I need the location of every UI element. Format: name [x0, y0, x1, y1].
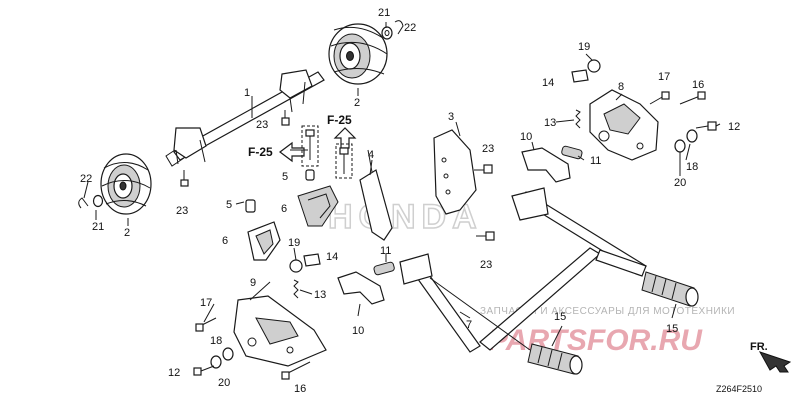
- callout-15: 15: [554, 311, 566, 323]
- site-caption-watermark: ЗАПЧАСТИ И АКСЕССУАРЫ ДЛЯ МОТОТЕХНИКИ: [480, 306, 735, 317]
- upper-clip: [394, 20, 404, 35]
- callout-10: 10: [520, 131, 532, 143]
- leader-lines: [83, 22, 721, 347]
- axle-bolt-lower: [180, 170, 189, 187]
- height-adjust-bracket-8: [589, 89, 659, 161]
- callout-22: 22: [404, 22, 416, 34]
- spring-13-upper: [575, 109, 581, 129]
- callouts: 21 22 2 1 23 22 21 2 23 5 6 4 5 6 19 14 …: [80, 7, 740, 395]
- callout-7: 7: [466, 319, 472, 331]
- washer-18-upper: [686, 129, 698, 143]
- latch-bracket-left: [337, 271, 385, 305]
- washer-18-lower: [222, 347, 234, 361]
- knob-14-upper: [571, 69, 589, 83]
- bolt-16-upper: [679, 91, 706, 105]
- lower-wheel: [100, 153, 152, 215]
- axle-bolt-upper: [281, 110, 290, 126]
- lever-grip-right: [561, 145, 583, 160]
- bolt-16-lower: [281, 361, 311, 380]
- bolt-in-box-left: [305, 129, 315, 160]
- callout-5: 5: [282, 171, 288, 183]
- callout-6: 6: [222, 235, 228, 247]
- callout-22: 22: [80, 173, 92, 185]
- callout-13: 13: [314, 289, 326, 301]
- callout-6: 6: [281, 203, 287, 215]
- collar-lower: [245, 199, 256, 213]
- callout-21: 21: [378, 7, 390, 19]
- callout-19: 19: [288, 237, 300, 249]
- callout-13: 13: [544, 117, 556, 129]
- bolt-17-lower: [195, 317, 217, 332]
- cap-19-lower: [289, 259, 303, 273]
- callout-9: 9: [250, 277, 256, 289]
- callout-16: 16: [294, 383, 306, 395]
- callout-20: 20: [674, 177, 686, 189]
- washer-20-lower: [210, 355, 222, 369]
- callout-8: 8: [618, 81, 624, 93]
- callout-20: 20: [218, 377, 230, 389]
- spring-13-lower: [293, 279, 299, 299]
- bracket-bolt-upper: [474, 164, 493, 174]
- svg-text:FR.: FR.: [750, 341, 768, 353]
- f25-reference-up: F-25: [327, 113, 357, 149]
- collar-upper: [305, 169, 315, 181]
- lower-washer: [92, 194, 104, 208]
- callout-14: 14: [542, 77, 554, 89]
- callout-14: 14: [326, 251, 338, 263]
- callout-1: 1: [244, 87, 250, 99]
- callout-17: 17: [200, 297, 212, 309]
- height-bracket-upper: [297, 185, 339, 227]
- callout-18: 18: [686, 161, 698, 173]
- upper-wheel: [328, 23, 388, 85]
- grip-upper: [641, 271, 699, 307]
- bracket-bolt-lower: [476, 231, 495, 241]
- height-adjust-bracket-9: [233, 295, 327, 367]
- bolt-17-upper: [649, 91, 670, 105]
- washer-20-upper: [674, 139, 686, 153]
- bolt-12-lower: [193, 365, 215, 376]
- dashed-bolt-box-left: [301, 125, 319, 167]
- bolt-12-upper: [695, 121, 717, 131]
- callout-17: 17: [658, 71, 670, 83]
- bracket-plate-4: [359, 169, 393, 241]
- callout-4: 4: [368, 149, 374, 161]
- callout-10: 10: [352, 325, 364, 337]
- cap-19-upper: [587, 59, 601, 73]
- callout-5: 5: [226, 199, 232, 211]
- latch-bracket-right: [521, 147, 571, 183]
- bolt-in-box-right: [339, 147, 349, 174]
- rear-axle-handle: [399, 187, 647, 353]
- grip-lower: [527, 343, 583, 375]
- callout-23: 23: [176, 205, 188, 217]
- callout-19: 19: [578, 41, 590, 53]
- callout-21: 21: [92, 221, 104, 233]
- callout-15: 15: [666, 323, 678, 335]
- callout-23: 23: [480, 259, 492, 271]
- callout-18: 18: [210, 335, 222, 347]
- callout-2: 2: [124, 227, 130, 239]
- callout-23: 23: [482, 143, 494, 155]
- callout-11: 11: [380, 245, 391, 257]
- lever-grip-left: [373, 261, 395, 276]
- svg-text:F-25: F-25: [327, 113, 352, 127]
- callout-11: 11: [590, 155, 601, 167]
- callout-23: 23: [256, 119, 268, 131]
- knob-14-lower: [303, 253, 321, 267]
- upper-washer: [381, 26, 393, 40]
- callout-12: 12: [168, 367, 180, 379]
- callout-3: 3: [448, 111, 454, 123]
- bracket-plate-3: [433, 129, 477, 215]
- svg-text:F-25: F-25: [248, 145, 273, 159]
- callout-16: 16: [692, 79, 704, 91]
- site-logo-watermark: PARTSFOR.RU: [488, 324, 703, 357]
- diagram-code: Z264F2510: [716, 384, 762, 394]
- callout-2: 2: [354, 97, 360, 109]
- callout-12: 12: [728, 121, 740, 133]
- dashed-bolt-box-right: [335, 143, 353, 179]
- lower-clip: [78, 197, 89, 209]
- front-direction-arrow: FR.: [750, 341, 792, 373]
- f25-reference-left: F-25: [248, 141, 305, 163]
- front-axle: [165, 69, 325, 167]
